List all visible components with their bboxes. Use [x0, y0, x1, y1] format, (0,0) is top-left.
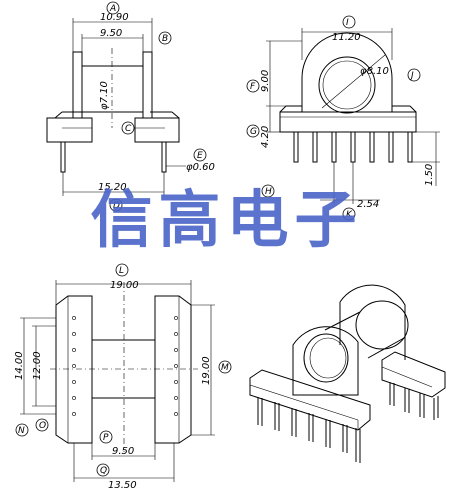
- label-l: L: [119, 266, 124, 276]
- bottom-pin-holes: [72, 316, 178, 416]
- label-a: A: [109, 4, 116, 14]
- dim-height-upper: 9.00: [260, 70, 271, 92]
- dim-bottom-inner: 9.50: [112, 446, 134, 457]
- core-hole: [318, 56, 376, 114]
- dim-row-span-inner: 12.00: [32, 351, 43, 380]
- front-view: [46, 18, 186, 196]
- right-base: [134, 117, 180, 143]
- dim-top-width: 10.90: [100, 12, 129, 23]
- iso-pins-front: [257, 397, 361, 463]
- left-flange: [72, 51, 83, 119]
- label-k: K: [346, 210, 353, 220]
- label-f: F: [250, 82, 256, 92]
- label-p: P: [103, 433, 109, 443]
- dim-bottom-outer: 13.50: [108, 480, 137, 491]
- side-flange: [301, 32, 393, 112]
- dim-core-dia: φ7.10: [99, 81, 110, 110]
- dim-hole-dia: φ8.10: [360, 66, 389, 77]
- iso-base-back: [381, 351, 446, 398]
- dim-pin-length: 1.50: [424, 164, 435, 186]
- isometric-view: [249, 284, 446, 463]
- label-h: H: [265, 187, 272, 197]
- dim-base-width: 15.20: [98, 182, 127, 193]
- dim-bottom-width: 19.00: [110, 280, 139, 291]
- dim-height-base: 4.20: [260, 126, 271, 148]
- dim-pin-dia: φ0.60: [186, 162, 215, 173]
- label-e: E: [197, 151, 203, 161]
- label-b: B: [162, 34, 168, 44]
- dim-side-width: 11.20: [332, 32, 361, 43]
- right-flange: [142, 51, 153, 119]
- side-view: [266, 28, 440, 204]
- label-m: M: [221, 363, 229, 373]
- dim-row-span-outer: 14.00: [14, 351, 25, 380]
- label-d: D: [113, 201, 120, 211]
- left-base: [46, 117, 93, 143]
- bottom-view: [20, 280, 215, 482]
- label-o: O: [39, 421, 46, 431]
- label-j: J: [409, 71, 414, 81]
- label-g: G: [250, 127, 257, 137]
- pin-right: [161, 141, 167, 173]
- left-pin-row: [55, 295, 93, 444]
- dim-pin-pitch: 2.54: [357, 199, 379, 210]
- label-i: I: [346, 18, 349, 28]
- iso-base-front: [249, 369, 371, 431]
- label-q: Q: [100, 466, 107, 476]
- label-c-front: C: [125, 124, 132, 134]
- iso-front-flange: [292, 326, 359, 396]
- watermark-brand: 信高电子: [90, 183, 363, 256]
- dim-inner-width: 9.50: [100, 28, 122, 39]
- pin-left: [60, 141, 66, 173]
- side-base: [279, 111, 417, 133]
- right-pin-row: [154, 295, 192, 444]
- iso-pins-back: [389, 382, 439, 420]
- dim-overall-depth: 19.00: [201, 356, 212, 385]
- label-n: N: [18, 426, 25, 436]
- side-pins: [293, 131, 413, 163]
